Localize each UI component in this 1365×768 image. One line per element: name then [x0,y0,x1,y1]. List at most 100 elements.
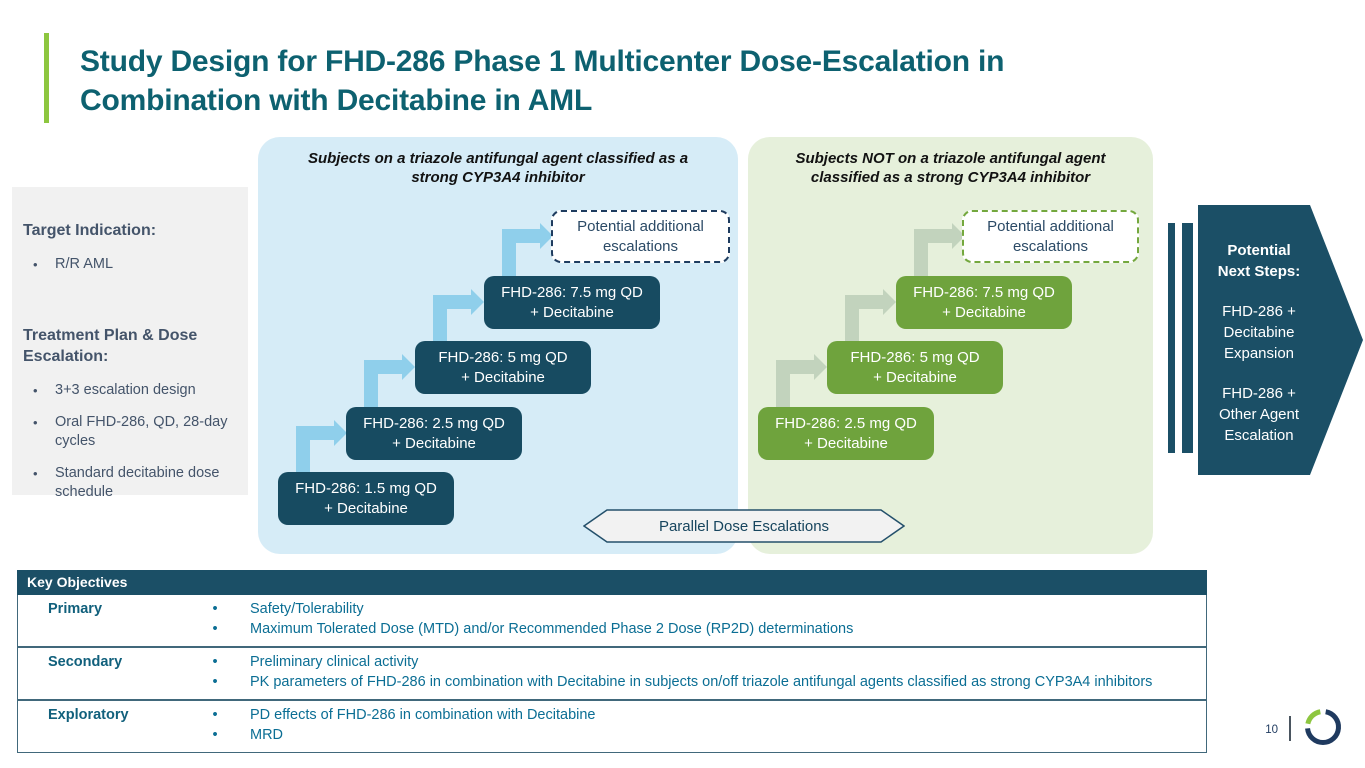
dose-line2: + Decitabine [324,499,408,517]
next-steps-heading-line1: Potential [1227,242,1291,259]
objectives-table-body: Primary • Safety/Tolerability • Maximum To… [17,595,1207,753]
dose-line1: FHD-286: 2.5 mg QD [363,414,505,432]
next-steps-arrow-icon [1198,205,1363,475]
list-item: • MRD [188,726,1206,746]
list-item: • Preliminary clinical activity [188,653,1206,673]
dose-line2: + Decitabine [873,368,957,386]
list-item: • 3+3 escalation design [12,381,248,400]
dose-box-blue-4: FHD-286: 7.5 mg QD + Decitabine [484,276,660,329]
title-accent-bar [44,33,49,123]
bullet-icon: • [33,257,38,272]
cohort-triazole-header: Subjects on a triazole antifungal agent … [278,149,718,187]
list-item: • Maximum Tolerated Dose (MTD) and/or Rec… [188,620,1206,640]
dose-box-blue-2: FHD-286: 2.5 mg QD + Decitabine [346,407,522,460]
dose-box-green-3: FHD-286: 7.5 mg QD + Decitabine [896,276,1072,329]
list-item: • PD effects of FHD-286 in combination wi… [188,706,1206,726]
list-item: • Oral FHD-286, QD, 28-day cycles [12,413,248,451]
escalation-arrow-icon [502,223,553,279]
potential-escalations-box-blue: Potential additional escalations [551,210,730,263]
bullet-icon: • [212,673,218,690]
page-number: 10 [1265,724,1278,736]
potential-line2: escalations [1012,237,1089,255]
treatment-plan-item: 3+3 escalation design [55,382,196,398]
bullet-icon: • [212,601,218,617]
objective-bullet-text: MRD [250,726,284,743]
objective-bullets: • Safety/Tolerability • Maximum Tolerated … [188,600,1206,639]
dose-line1: FHD-286: 1.5 mg QD [295,479,437,497]
objective-bullet-text: Safety/Tolerability [250,601,364,617]
page-title-line2: Combination with Decitabine in AML [80,84,593,117]
treatment-plan-item: Standard decitabine dose schedule [55,465,220,500]
list-item: • Safety/Tolerability [188,600,1206,620]
table-row: Primary • Safety/Tolerability • Maximum To… [18,595,1206,646]
objective-bullet-text: PD effects of FHD-286 in combination wit… [250,707,596,723]
dose-box-green-2: FHD-286: 5 mg QD + Decitabine [827,341,1003,394]
target-indication-heading: Target Indication: [23,222,157,239]
objectives-table-header: Key Objectives [17,570,1207,595]
page-title: Study Design for FHD-286 Phase 1 Multice… [80,42,1200,120]
dose-line2: + Decitabine [804,434,888,452]
dose-box-green-1: FHD-286: 2.5 mg QD + Decitabine [758,407,934,460]
next-steps-item1-line1: FHD-286 + [1222,303,1296,320]
table-row: Exploratory • PD effects of FHD-286 in co… [18,699,1206,752]
objective-bullets: • PD effects of FHD-286 in combination wi… [188,706,1206,745]
bullet-icon: • [212,654,218,670]
cohort-no-triazole-header-line1: Subjects NOT on a triazole antifungal ag… [795,150,1106,167]
list-item: • R/R AML [12,255,248,274]
next-steps-bar-2 [1182,223,1193,453]
bullet-icon: • [212,620,218,637]
next-steps-item2-line1: FHD-286 + [1222,385,1296,402]
bullet-icon: • [212,726,218,743]
next-steps-item1-line2: Decitabine [1223,324,1295,341]
cohort-panel-no-triazole: Subjects NOT on a triazole antifungal ag… [748,137,1153,554]
cohort-no-triazole-header: Subjects NOT on a triazole antifungal ag… [776,149,1126,187]
next-steps-item2-line2: Other Agent [1218,406,1300,423]
cohort-no-triazole-header-line2: classified as a strong CYP3A4 inhibitor [810,169,1091,186]
objective-bullet-text: PK parameters of FHD-286 in combination … [250,673,1153,690]
cohort-triazole-header-line1: Subjects on a triazole antifungal agent … [307,150,689,167]
bullet-icon: • [212,707,218,723]
escalation-arrow-icon [296,420,347,476]
next-steps-item2-line3: Escalation [1224,427,1294,444]
escalation-arrow-icon [433,289,484,345]
escalation-arrow-icon [914,223,965,279]
objectives-table: Key Objectives Primary • Safety/Tolerabil… [17,570,1207,753]
dose-line1: FHD-286: 5 mg QD [438,348,568,366]
objective-label-secondary: Secondary [48,654,123,670]
info-panel: Target Indication: • R/R AML Treatment P… [12,187,248,500]
dose-line1: FHD-286: 7.5 mg QD [501,283,643,301]
dose-box-blue-1: FHD-286: 1.5 mg QD + Decitabine [278,472,454,525]
bullet-icon: • [33,383,38,398]
objective-label-exploratory: Exploratory [48,707,129,723]
bullet-icon: • [33,415,38,430]
next-steps-item-2: FHD-286 + Other Agent Escalation [1199,383,1319,446]
escalation-arrow-icon [845,289,896,345]
dose-line2: + Decitabine [530,303,614,321]
parallel-dose-banner: Parallel Dose Escalations [583,509,905,543]
banner-hexagon-shape [583,509,905,543]
cohort-triazole-header-line2: strong CYP3A4 inhibitor [411,169,585,186]
dose-line2: + Decitabine [942,303,1026,321]
list-item: • PK parameters of FHD-286 in combination… [188,673,1206,693]
objective-bullet-text: Maximum Tolerated Dose (MTD) and/or Reco… [250,620,854,637]
dose-line1: FHD-286: 7.5 mg QD [913,283,1055,301]
dose-line1: FHD-286: 5 mg QD [850,348,980,366]
dose-line2: + Decitabine [461,368,545,386]
next-steps-heading: Potential Next Steps: [1199,240,1319,282]
objective-bullets: • Preliminary clinical activity • PK param… [188,653,1206,692]
next-steps-bar-1 [1168,223,1175,453]
dose-line1: FHD-286: 2.5 mg QD [775,414,917,432]
dose-line2: + Decitabine [392,434,476,452]
cohort-panel-triazole: Subjects on a triazole antifungal agent … [258,137,738,554]
next-steps-item-1: FHD-286 + Decitabine Expansion [1199,301,1319,364]
table-row: Secondary • Preliminary clinical activity… [18,646,1206,699]
target-indication-item: R/R AML [55,256,114,272]
next-steps-heading-line2: Next Steps: [1217,263,1301,280]
page-title-line1: Study Design for FHD-286 Phase 1 Multice… [80,45,1005,78]
objective-bullet-text: Preliminary clinical activity [250,654,419,670]
escalation-arrow-icon [364,354,415,410]
potential-escalations-box-green: Potential additional escalations [962,210,1139,263]
next-steps-item1-line3: Expansion [1223,345,1295,362]
objective-label-primary: Primary [48,601,103,617]
